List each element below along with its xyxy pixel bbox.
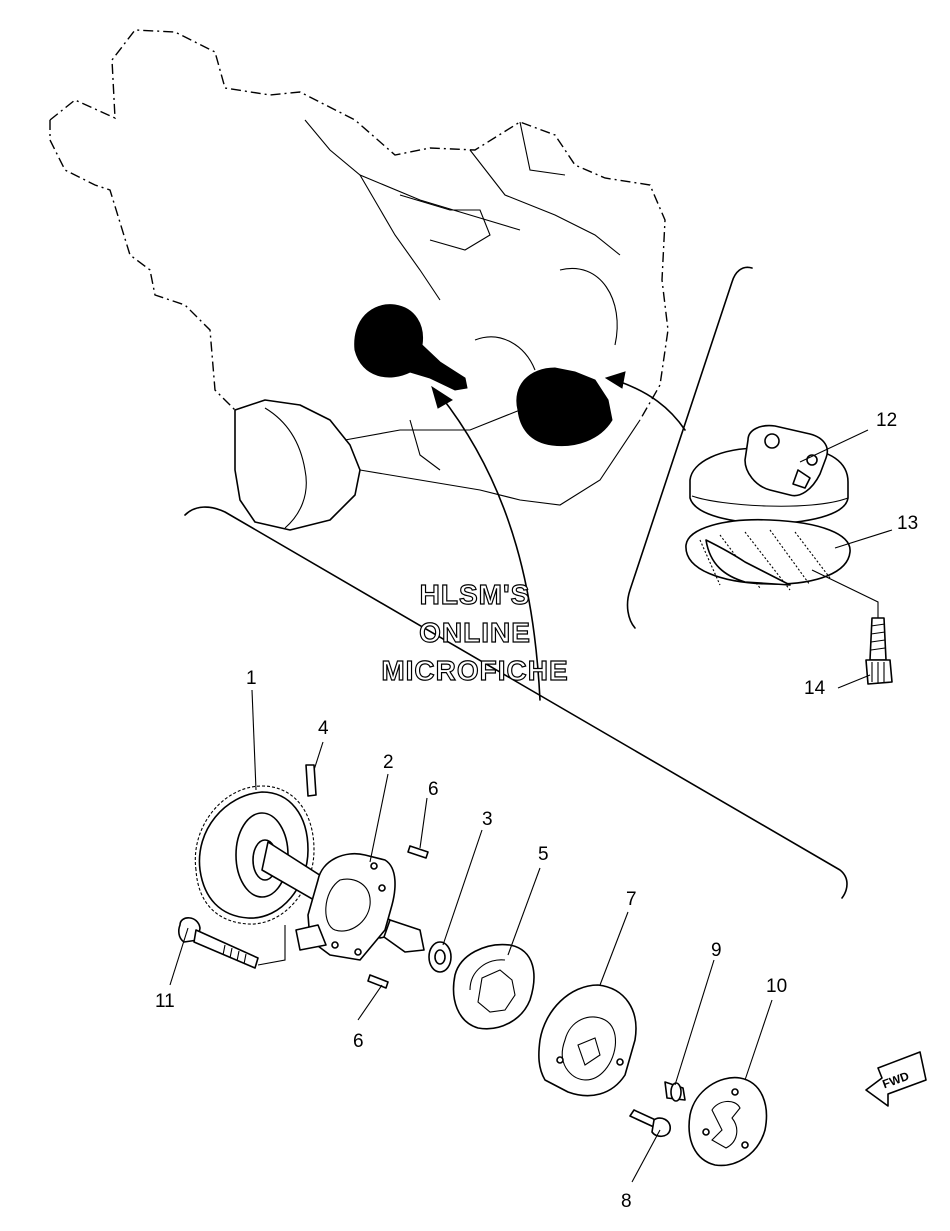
rotor-group [428, 941, 535, 1030]
pump-plate [688, 1076, 768, 1167]
callout-leaders [169, 429, 893, 1183]
dowel-pin-upper [407, 845, 429, 859]
callout-11: 11 [155, 991, 175, 1012]
strainer-mesh [705, 539, 791, 586]
assembly-reference-lines [184, 266, 848, 899]
flow-arrow-head [604, 371, 626, 389]
oil-pump-body [307, 853, 396, 961]
callout-labels: 1 4 2 6 3 5 7 9 10 6 11 8 12 13 14 [155, 410, 918, 1212]
watermark-line-3: MICROFICHE [381, 655, 568, 686]
inner-rotor [452, 943, 535, 1030]
dowel-pin [305, 764, 317, 797]
callout-4: 4 [318, 718, 329, 739]
pump-cover [538, 984, 637, 1097]
oil-strainer-assembly [685, 424, 893, 685]
callout-5: 5 [538, 844, 549, 865]
callout-10: 10 [766, 976, 787, 997]
callout-13: 13 [897, 513, 918, 534]
callout-2: 2 [383, 752, 394, 773]
callout-6-upper: 6 [428, 779, 439, 800]
dowel-pin-lower [367, 974, 389, 989]
watermark-line-2: ONLINE [419, 617, 531, 648]
callout-8: 8 [621, 1191, 632, 1212]
callout-1: 1 [246, 668, 257, 689]
pump-plate-group [688, 1076, 768, 1167]
engine-crankcase-outline [49, 29, 669, 531]
forward-direction-arrow: FWD [865, 1051, 927, 1107]
callout-7: 7 [626, 889, 637, 910]
callout-12: 12 [876, 410, 897, 431]
callout-6-lower: 6 [353, 1031, 364, 1052]
watermark-line-1: HLSM'S [420, 579, 531, 610]
pump-mounting-bolt [178, 917, 286, 969]
callout-9: 9 [711, 940, 722, 961]
callout-14: 14 [804, 678, 826, 699]
callout-3: 3 [482, 809, 493, 830]
pump-body-group [295, 845, 429, 989]
pump-cover-group [538, 984, 686, 1138]
watermark: HLSM'S ONLINE MICROFICHE [381, 578, 569, 686]
flow-arrow-head [431, 385, 453, 409]
